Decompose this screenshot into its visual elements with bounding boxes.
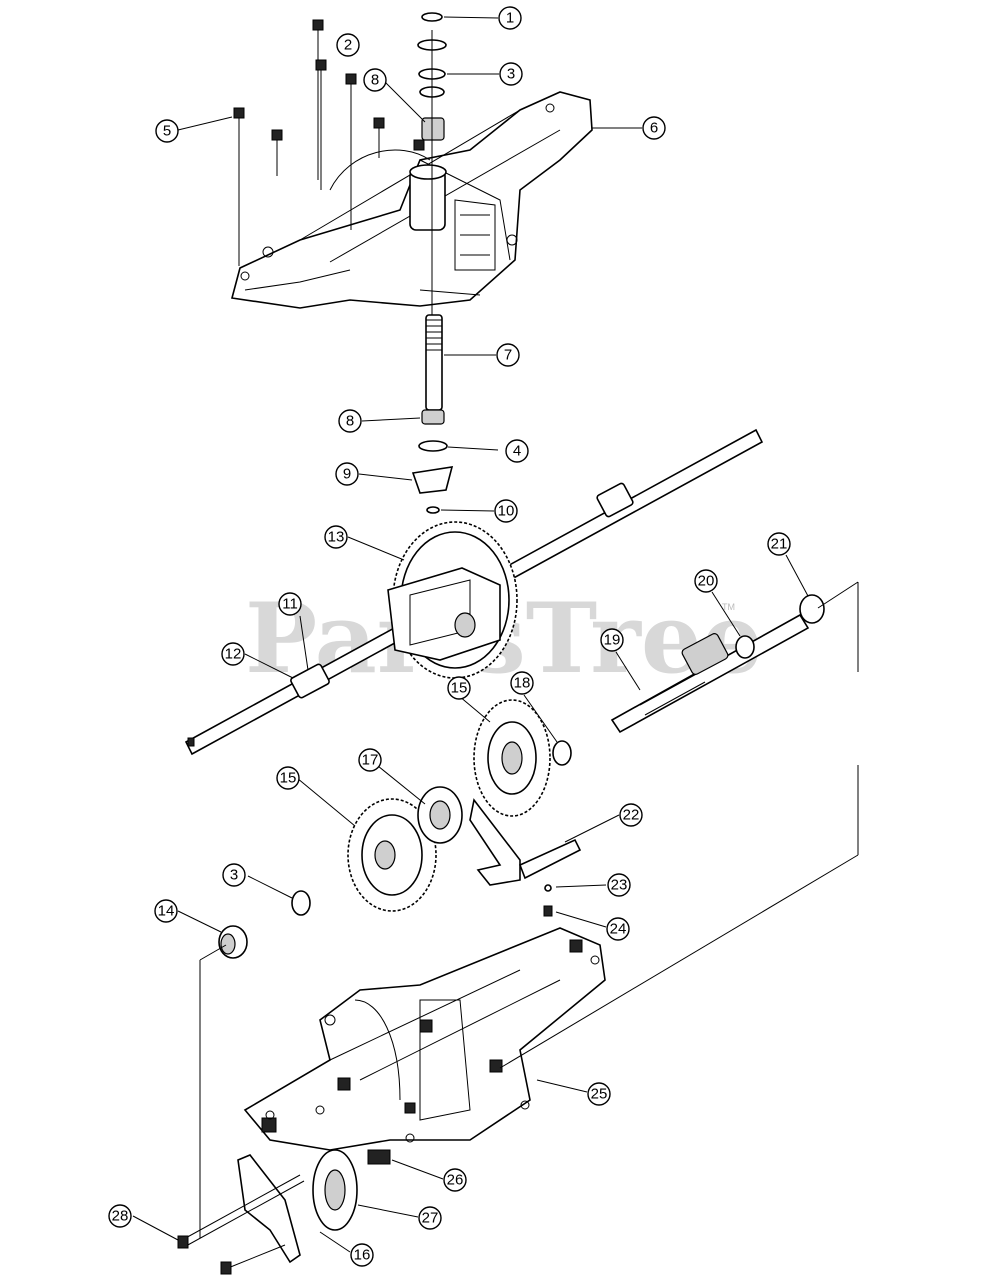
svg-text:28: 28	[112, 1208, 129, 1225]
callout-8-upper[interactable]: 8	[363, 68, 387, 92]
svg-text:8: 8	[346, 413, 354, 430]
callout-2[interactable]: 2	[336, 33, 360, 57]
svg-text:14: 14	[158, 903, 175, 920]
svg-text:6: 6	[650, 120, 658, 137]
svg-text:19: 19	[604, 632, 621, 649]
callout-1[interactable]: 1	[498, 6, 522, 30]
callout-28[interactable]: 28	[108, 1204, 132, 1228]
callout-3-lower[interactable]: 3	[222, 863, 246, 887]
svg-text:3: 3	[507, 66, 515, 83]
callout-9[interactable]: 9	[335, 462, 359, 486]
lower-housing	[243, 927, 606, 1151]
housing-bolts	[233, 19, 425, 266]
callout-22[interactable]: 22	[619, 803, 643, 827]
svg-text:13: 13	[328, 529, 345, 546]
callout-23[interactable]: 23	[607, 873, 631, 897]
output-shaft	[552, 594, 825, 766]
callout-10[interactable]: 10	[494, 499, 518, 523]
callout-15-left[interactable]: 15	[276, 766, 300, 790]
callout-20[interactable]: 20	[694, 569, 718, 593]
svg-text:11: 11	[282, 596, 298, 613]
svg-text:23: 23	[611, 877, 628, 894]
callout-8-lower[interactable]: 8	[338, 409, 362, 433]
svg-text:4: 4	[513, 443, 521, 460]
svg-text:20: 20	[698, 573, 715, 590]
callout-3[interactable]: 3	[499, 62, 523, 86]
svg-text:24: 24	[610, 921, 627, 938]
svg-text:1: 1	[506, 10, 514, 27]
svg-text:17: 17	[362, 752, 379, 769]
svg-text:27: 27	[422, 1210, 439, 1227]
callout-19[interactable]: 19	[600, 628, 624, 652]
callouts: 1 2 3 4 5 6 7 8 8 9 10 11 12 13 14 15 15…	[108, 6, 791, 1267]
input-shaft	[411, 314, 454, 514]
callout-6[interactable]: 6	[642, 116, 666, 140]
svg-text:21: 21	[771, 536, 788, 553]
callout-12[interactable]: 12	[221, 642, 245, 666]
callout-15-right[interactable]: 15	[447, 676, 471, 700]
svg-text:25: 25	[591, 1086, 608, 1103]
svg-text:15: 15	[280, 770, 297, 787]
svg-text:3: 3	[230, 867, 238, 884]
svg-text:2: 2	[344, 37, 352, 54]
spur-gear	[347, 786, 463, 912]
differential-gear	[387, 521, 518, 679]
callout-25[interactable]: 25	[587, 1082, 611, 1106]
callout-7[interactable]: 7	[496, 343, 520, 367]
callout-24[interactable]: 24	[606, 917, 630, 941]
guide-lines	[499, 581, 859, 1069]
callout-leaders	[132, 16, 809, 1253]
svg-text:18: 18	[514, 675, 531, 692]
svg-text:15: 15	[451, 680, 468, 697]
shift-fork	[469, 798, 582, 917]
callout-13[interactable]: 13	[324, 525, 348, 549]
svg-text:26: 26	[447, 1172, 464, 1189]
svg-text:7: 7	[504, 347, 512, 364]
watermark-trademark: TM	[722, 602, 735, 612]
callout-17[interactable]: 17	[358, 748, 382, 772]
bevel-gear	[473, 699, 551, 817]
callout-16[interactable]: 16	[350, 1243, 374, 1267]
svg-text:12: 12	[225, 646, 242, 663]
svg-text:16: 16	[354, 1247, 371, 1264]
callout-5[interactable]: 5	[155, 119, 179, 143]
input-shaft-stack	[417, 12, 447, 315]
callout-14[interactable]: 14	[154, 899, 178, 923]
callout-18[interactable]: 18	[510, 671, 534, 695]
callout-21[interactable]: 21	[767, 532, 791, 556]
upper-housing	[230, 91, 593, 309]
brake-pulley-assembly	[177, 944, 391, 1275]
svg-text:5: 5	[163, 123, 171, 140]
washer-bushing	[218, 890, 311, 959]
callout-4[interactable]: 4	[505, 439, 529, 463]
svg-text:10: 10	[498, 503, 515, 520]
callout-11[interactable]: 11	[278, 592, 302, 616]
callout-27[interactable]: 27	[418, 1206, 442, 1230]
svg-text:8: 8	[371, 72, 379, 89]
svg-text:22: 22	[623, 807, 640, 824]
callout-26[interactable]: 26	[443, 1168, 467, 1192]
svg-text:9: 9	[343, 466, 351, 483]
